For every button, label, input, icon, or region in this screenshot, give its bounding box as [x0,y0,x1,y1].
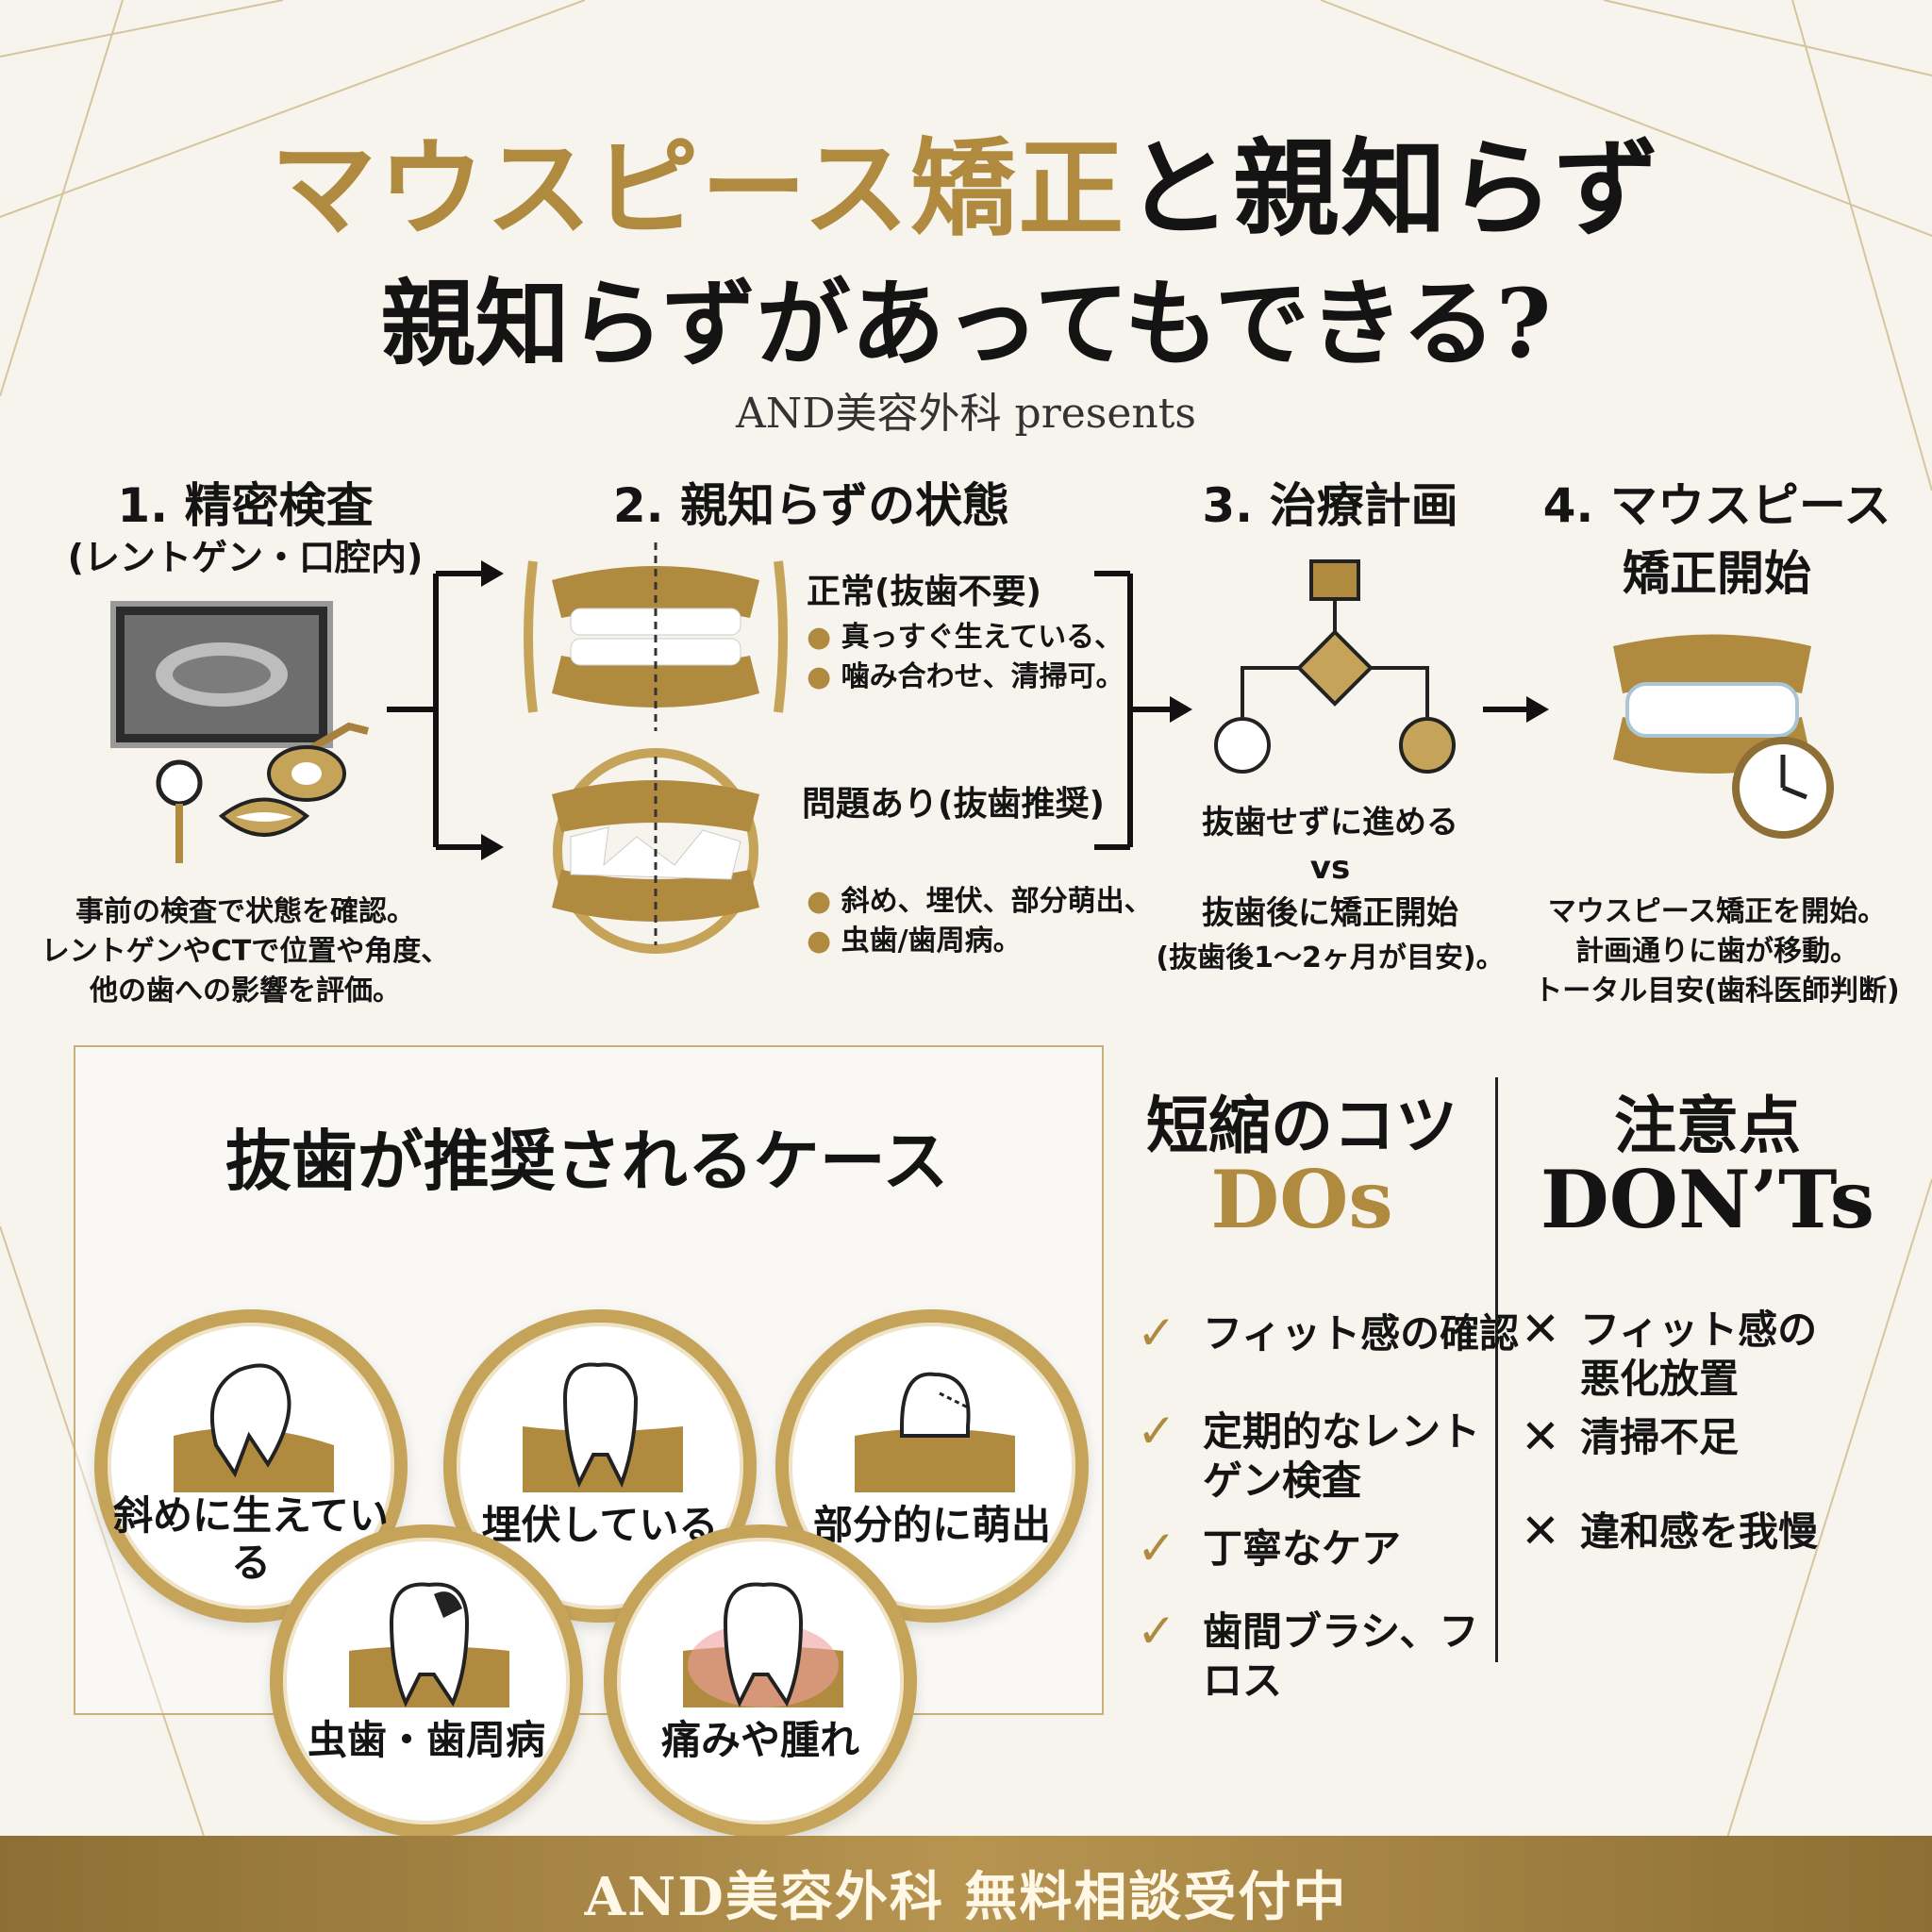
tooth-icon [349,1582,509,1707]
problem-bullet-text: 斜め、埋伏、部分萌出、 [841,885,1153,918]
normal-bullets: ● 真っすぐ生えている、 ● 噛み合わせ、清掃可。 [807,618,1124,697]
check-icon: ✓ [1137,1521,1176,1575]
dos-title: 短縮のコツ [1146,1089,1457,1162]
step3-title: 3. 治療計画 [1202,478,1458,533]
flowchart-icon [1214,559,1456,774]
normal-heading: 正常(抜歯不要) [807,573,1041,611]
case-label: 斜めに生えている [113,1492,389,1586]
step4-desc-line: 計画通りに歯が移動。 [1575,935,1858,968]
check-icon: ✓ [1137,1404,1176,1458]
tooth-icon [523,1362,683,1492]
dental-lamp-icon [267,722,369,802]
step2-title: 2. 親知らずの状態 [612,478,1010,533]
xray-icon [110,601,333,748]
step4-description: マウスピース矯正を開始。 計画通りに歯が移動。 トータル目安(歯科医師判断) [1509,892,1924,1011]
donts-label: DON’Ts [1540,1153,1875,1246]
lips-icon [218,797,310,837]
donts-item: フィット感の悪化放置 [1580,1307,1818,1402]
step3-description: 抜歯せずに進める vs 抜歯後に矯正開始 (抜歯後1〜2ヶ月が目安)。 [1137,800,1524,981]
case-label: 埋伏している [481,1502,719,1548]
cases-title: 抜歯が推奨されるケース [225,1122,949,1200]
donts-item: 違和感を我慢 [1580,1508,1819,1555]
clock-icon [1732,737,1834,839]
main-title-gold: マウスピース矯正 [270,127,1126,251]
step3-desc-line: 抜歯後に矯正開始 [1202,894,1458,932]
cross-icon: ✕ [1521,1302,1560,1357]
step4-desc-line: トータル目安(歯科医師判断) [1534,974,1900,1008]
mirror-icon [156,759,203,863]
aligner-icon [1613,634,1834,839]
dos-item: フィット感の確認 [1203,1310,1520,1357]
footer-bar: AND美容外科 無料相談受付中 [0,1836,1932,1932]
normal-bullet: ● 噛み合わせ、清掃可。 [807,660,1124,693]
footer-text: AND美容外科 無料相談受付中 [584,1866,1348,1928]
step3-desc-line: (抜歯後1〜2ヶ月が目安)。 [1156,941,1505,974]
step4-title-line: 4. マウスピース [1542,478,1891,533]
step4-title-line: 矯正開始 [1623,546,1811,601]
teeth-normal-icon [524,542,788,731]
dos-item: 定期的なレントゲン検査 [1203,1408,1481,1504]
normal-bullet-text: 真っすぐ生えている、 [841,621,1124,654]
dos-donts-divider [1495,1077,1498,1662]
flow-arrows [387,560,1549,860]
step3-desc-line: 抜歯せずに進める [1202,804,1458,841]
tooth-icon [174,1363,334,1492]
normal-bullet-text: 噛み合わせ、清掃可。 [841,660,1124,693]
step3-desc-line: vs [1309,849,1351,887]
check-icon: ✓ [1137,1604,1176,1658]
tooth-icon [683,1582,843,1707]
problem-bullet: ● 虫歯/歯周病。 [807,924,1022,958]
case-circle: 虫歯・歯周病 [270,1524,583,1838]
presenter-line: AND美容外科 presents [736,390,1196,438]
step1-desc-line: 他の歯への影響を評価。 [90,974,401,1008]
step1-desc-line: 事前の検査で状態を確認。 [75,895,415,928]
dos-item: 歯間ブラシ、フロス [1203,1608,1479,1704]
cross-icon: ✕ [1521,1409,1560,1464]
dos-item: 丁寧なケア [1203,1525,1402,1572]
donts-item: 清掃不足 [1580,1414,1740,1460]
case-circle: 痛みや腫れ [604,1524,917,1838]
step1-subtitle: (レントゲン・口腔内) [67,537,424,578]
step1-title: 1. 精密検査 [117,478,374,533]
subtitle: 親知らずがあってもできる? [380,268,1552,379]
problem-bullets: ● 斜め、埋伏、部分萌出、 ● 虫歯/歯周病。 [807,882,1153,961]
problem-bullet: ● 斜め、埋伏、部分萌出、 [807,885,1153,918]
dos-label: DOs [1210,1153,1393,1246]
examination-illustration [110,601,369,863]
case-label: 痛みや腫れ [660,1717,859,1763]
donts-title: 注意点 [1614,1089,1801,1162]
problem-bullet-text: 虫歯/歯周病。 [841,924,1022,958]
main-title-dark: と親知らず [1125,127,1662,251]
normal-bullet: ● 真っすぐ生えている、 [807,621,1124,654]
case-label: 虫歯・歯周病 [307,1717,545,1763]
teeth-crooked-icon [552,748,759,954]
step4-title: 4. マウスピース 矯正開始 [1519,468,1915,604]
cross-icon: ✕ [1521,1504,1560,1558]
tooth-icon [855,1372,1015,1492]
problem-heading: 問題あり(抜歯推奨) [802,785,1105,824]
step1-description: 事前の検査で状態を確認。 レントゲンやCTで位置や角度、 他の歯への影響を評価。 [19,892,472,1011]
step4-desc-line: マウスピース矯正を開始。 [1547,895,1887,928]
check-icon: ✓ [1137,1306,1176,1360]
main-title: マウスピース矯正と親知らず [0,104,1932,257]
case-label: 部分的に萌出 [812,1502,1051,1548]
step1-desc-line: レントゲンやCTで位置や角度、 [41,935,450,968]
